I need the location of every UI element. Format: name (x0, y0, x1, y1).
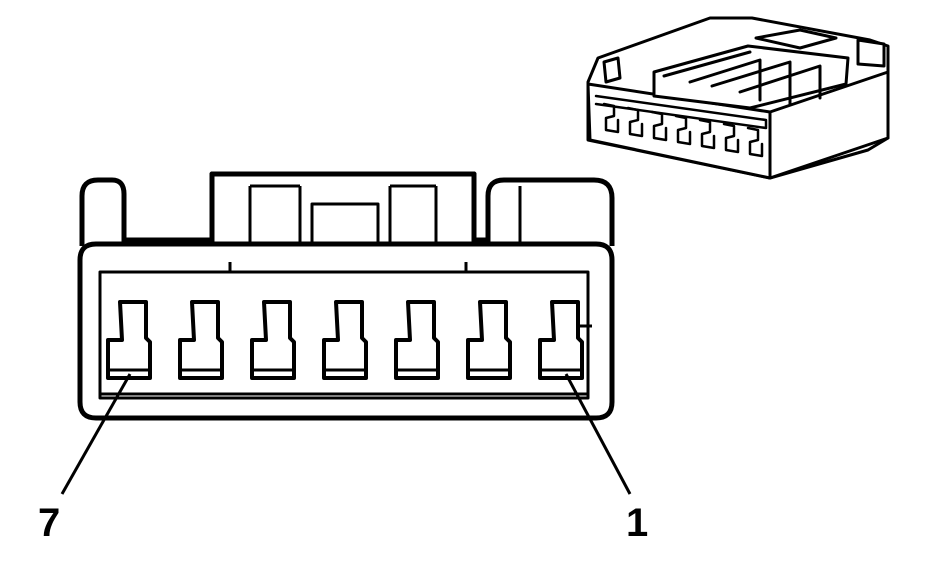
connector-front-view (77, 171, 615, 421)
right-lock-tab (485, 177, 615, 246)
cavity-6 (178, 300, 224, 380)
leader-line-pin-7 (60, 373, 132, 495)
left-lock-tab (79, 177, 127, 246)
cavity-3 (394, 300, 440, 380)
cavity-2 (466, 300, 512, 380)
cavity-7 (106, 300, 152, 380)
pin-1-label: 1 (626, 501, 649, 545)
connector-isometric-view (586, 16, 890, 180)
cavity-4 (322, 300, 368, 380)
cavity-1 (538, 300, 584, 380)
leader-line-pin-1 (564, 373, 632, 495)
cavity-5 (250, 300, 296, 380)
pin-7-label: 7 (38, 501, 61, 545)
